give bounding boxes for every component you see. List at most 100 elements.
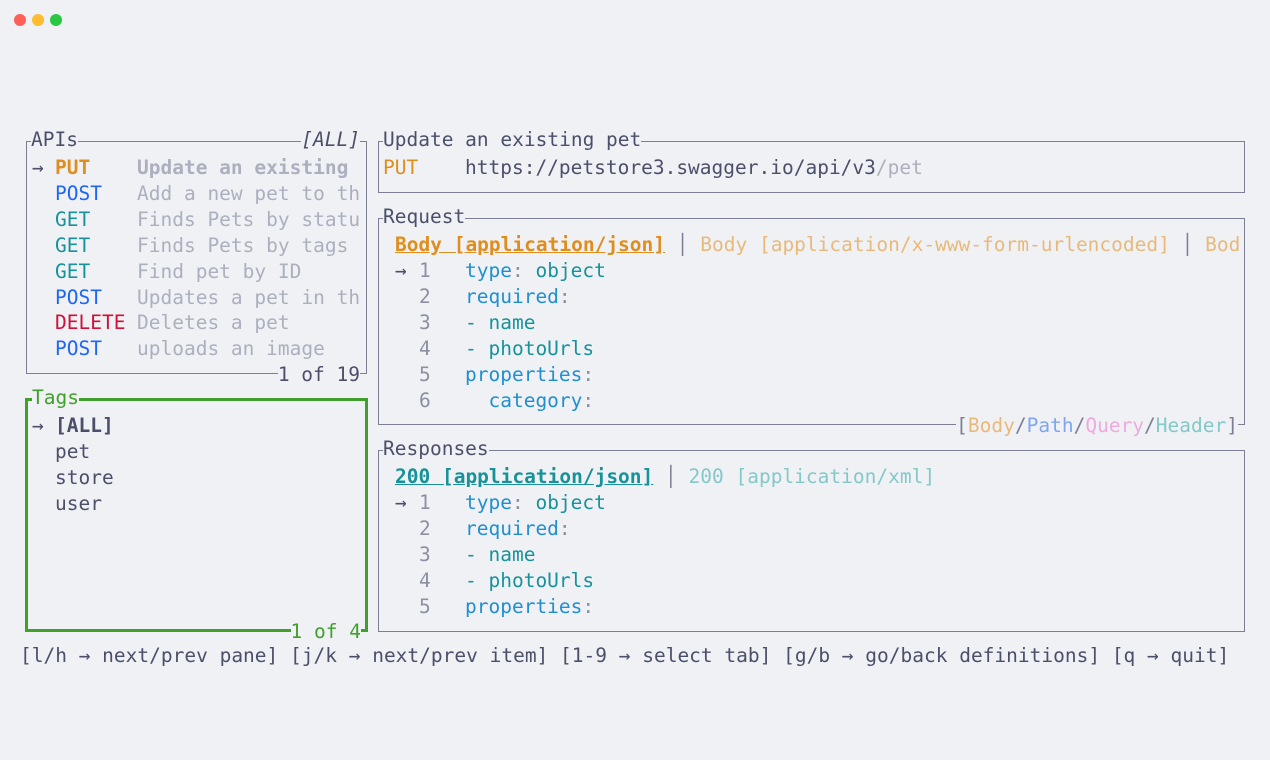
- line-number: 1: [419, 259, 431, 282]
- request-tab-json[interactable]: Body [application/json]: [395, 233, 666, 256]
- api-description: Finds Pets by tags: [137, 233, 349, 257]
- line-number: 4: [419, 336, 431, 360]
- section-body[interactable]: Body: [967, 414, 1015, 437]
- yaml-value: - name: [465, 542, 536, 566]
- api-description: Finds Pets by statu: [137, 207, 361, 231]
- line-content: properties:: [465, 594, 594, 620]
- api-description: Update an existing: [137, 156, 349, 179]
- api-method: POST: [55, 181, 102, 205]
- request-section-selector[interactable]: [Body/Path/Query/Header]: [956, 414, 1238, 438]
- request-tab-more[interactable]: Bod: [1205, 233, 1241, 256]
- schema-line[interactable]: 6 category:: [379, 388, 1179, 414]
- line-number: 3: [419, 310, 431, 334]
- schema-line[interactable]: 2 required:: [379, 516, 1179, 542]
- request-tabs: Body [application/json] │ Body [applicat…: [395, 233, 1241, 256]
- line-number: 3: [419, 542, 431, 566]
- yaml-key: properties: [465, 594, 583, 618]
- yaml-colon: :: [582, 388, 595, 412]
- line-indent: [465, 389, 488, 412]
- schema-line[interactable]: 3 - name: [379, 310, 1179, 336]
- line-number: 2: [419, 516, 431, 540]
- schema-line[interactable]: 5 properties:: [379, 594, 1179, 620]
- yaml-key: required: [465, 516, 559, 540]
- selected-arrow-icon: →: [32, 156, 44, 179]
- api-description: Updates a pet in th: [137, 285, 361, 309]
- api-method: POST: [55, 285, 102, 309]
- api-list-item[interactable]: GET Finds Pets by tags: [27, 233, 365, 259]
- api-list-item[interactable]: POST Add a new pet to th: [27, 181, 365, 207]
- tag-list-item[interactable]: →[ALL]: [28, 413, 358, 439]
- maximize-window-button[interactable]: [50, 14, 62, 26]
- selected-arrow-icon: →: [32, 414, 44, 437]
- line-content: category:: [465, 388, 594, 414]
- api-method: GET: [55, 233, 91, 257]
- yaml-value: - name: [465, 310, 536, 334]
- response-tabs: 200 [application/json] │ 200 [applicatio…: [395, 465, 936, 488]
- line-content: - photoUrls: [465, 336, 594, 362]
- yaml-value: object: [523, 259, 606, 282]
- schema-line[interactable]: 3 - name: [379, 542, 1179, 568]
- close-window-button[interactable]: [14, 14, 26, 26]
- yaml-key: required: [465, 284, 559, 308]
- api-description: Add a new pet to th: [137, 181, 361, 205]
- yaml-value: - photoUrls: [465, 336, 595, 360]
- api-method: GET: [55, 207, 91, 231]
- tag-list-item[interactable]: store: [28, 465, 358, 491]
- yaml-key: properties: [465, 362, 583, 386]
- tag-label: store: [55, 465, 114, 489]
- selected-arrow-icon: →: [395, 491, 407, 514]
- api-list-item[interactable]: GET Find pet by ID: [27, 259, 365, 285]
- endpoint-title: Update an existing pet: [383, 128, 642, 152]
- line-number: 5: [419, 594, 431, 618]
- request-tab-form[interactable]: Body [application/x-www-form-urlencoded]: [700, 233, 1170, 256]
- keybindings-footer: [l/h → next/prev pane] [j/k → next/prev …: [20, 644, 1230, 667]
- schema-line[interactable]: 4 - photoUrls: [379, 568, 1179, 594]
- response-tab-xml[interactable]: 200 [application/xml]: [688, 465, 936, 488]
- apis-filter: [ALL]: [301, 128, 360, 152]
- minimize-window-button[interactable]: [32, 14, 44, 26]
- request-pane[interactable]: Request Body [application/json] │ Body […: [378, 205, 1245, 438]
- line-number: 5: [419, 362, 431, 386]
- section-path[interactable]: Path: [1026, 414, 1074, 437]
- tag-list-item[interactable]: user: [28, 491, 358, 517]
- endpoint-path: /pet: [875, 156, 923, 179]
- line-content: type: object: [465, 258, 606, 284]
- line-number: 4: [419, 568, 431, 592]
- endpoint-url[interactable]: https://petstore3.swagger.io/api/v3/pet: [465, 155, 923, 181]
- line-content: required:: [465, 516, 571, 542]
- tag-label: pet: [55, 439, 91, 463]
- tag-list-item[interactable]: pet: [28, 439, 358, 465]
- endpoint-base-url: https://petstore3.swagger.io/api/v3: [465, 156, 876, 179]
- line-content: - photoUrls: [465, 568, 594, 594]
- api-list-item[interactable]: POST Updates a pet in th: [27, 285, 365, 311]
- schema-line[interactable]: 5 properties:: [379, 362, 1179, 388]
- line-content: required:: [465, 284, 571, 310]
- section-header[interactable]: Header: [1155, 414, 1227, 437]
- section-query[interactable]: Query: [1085, 414, 1145, 437]
- yaml-key: type: [465, 259, 512, 282]
- line-content: type: object: [465, 490, 606, 516]
- api-description: Find pet by ID: [137, 259, 302, 283]
- line-content: - name: [465, 310, 535, 336]
- response-tab-json[interactable]: 200 [application/json]: [395, 465, 654, 488]
- yaml-colon: :: [511, 491, 524, 514]
- api-description: uploads an image: [137, 337, 325, 361]
- responses-pane[interactable]: Responses 200 [application/json] │ 200 […: [378, 437, 1245, 632]
- request-title: Request: [383, 205, 466, 229]
- api-method: GET: [55, 259, 91, 283]
- responses-title: Responses: [383, 437, 489, 461]
- yaml-colon: :: [582, 362, 595, 386]
- yaml-colon: :: [558, 516, 571, 540]
- api-list-item[interactable]: GET Finds Pets by statu: [27, 207, 365, 233]
- schema-line[interactable]: 4 - photoUrls: [379, 336, 1179, 362]
- tag-label: user: [55, 491, 102, 515]
